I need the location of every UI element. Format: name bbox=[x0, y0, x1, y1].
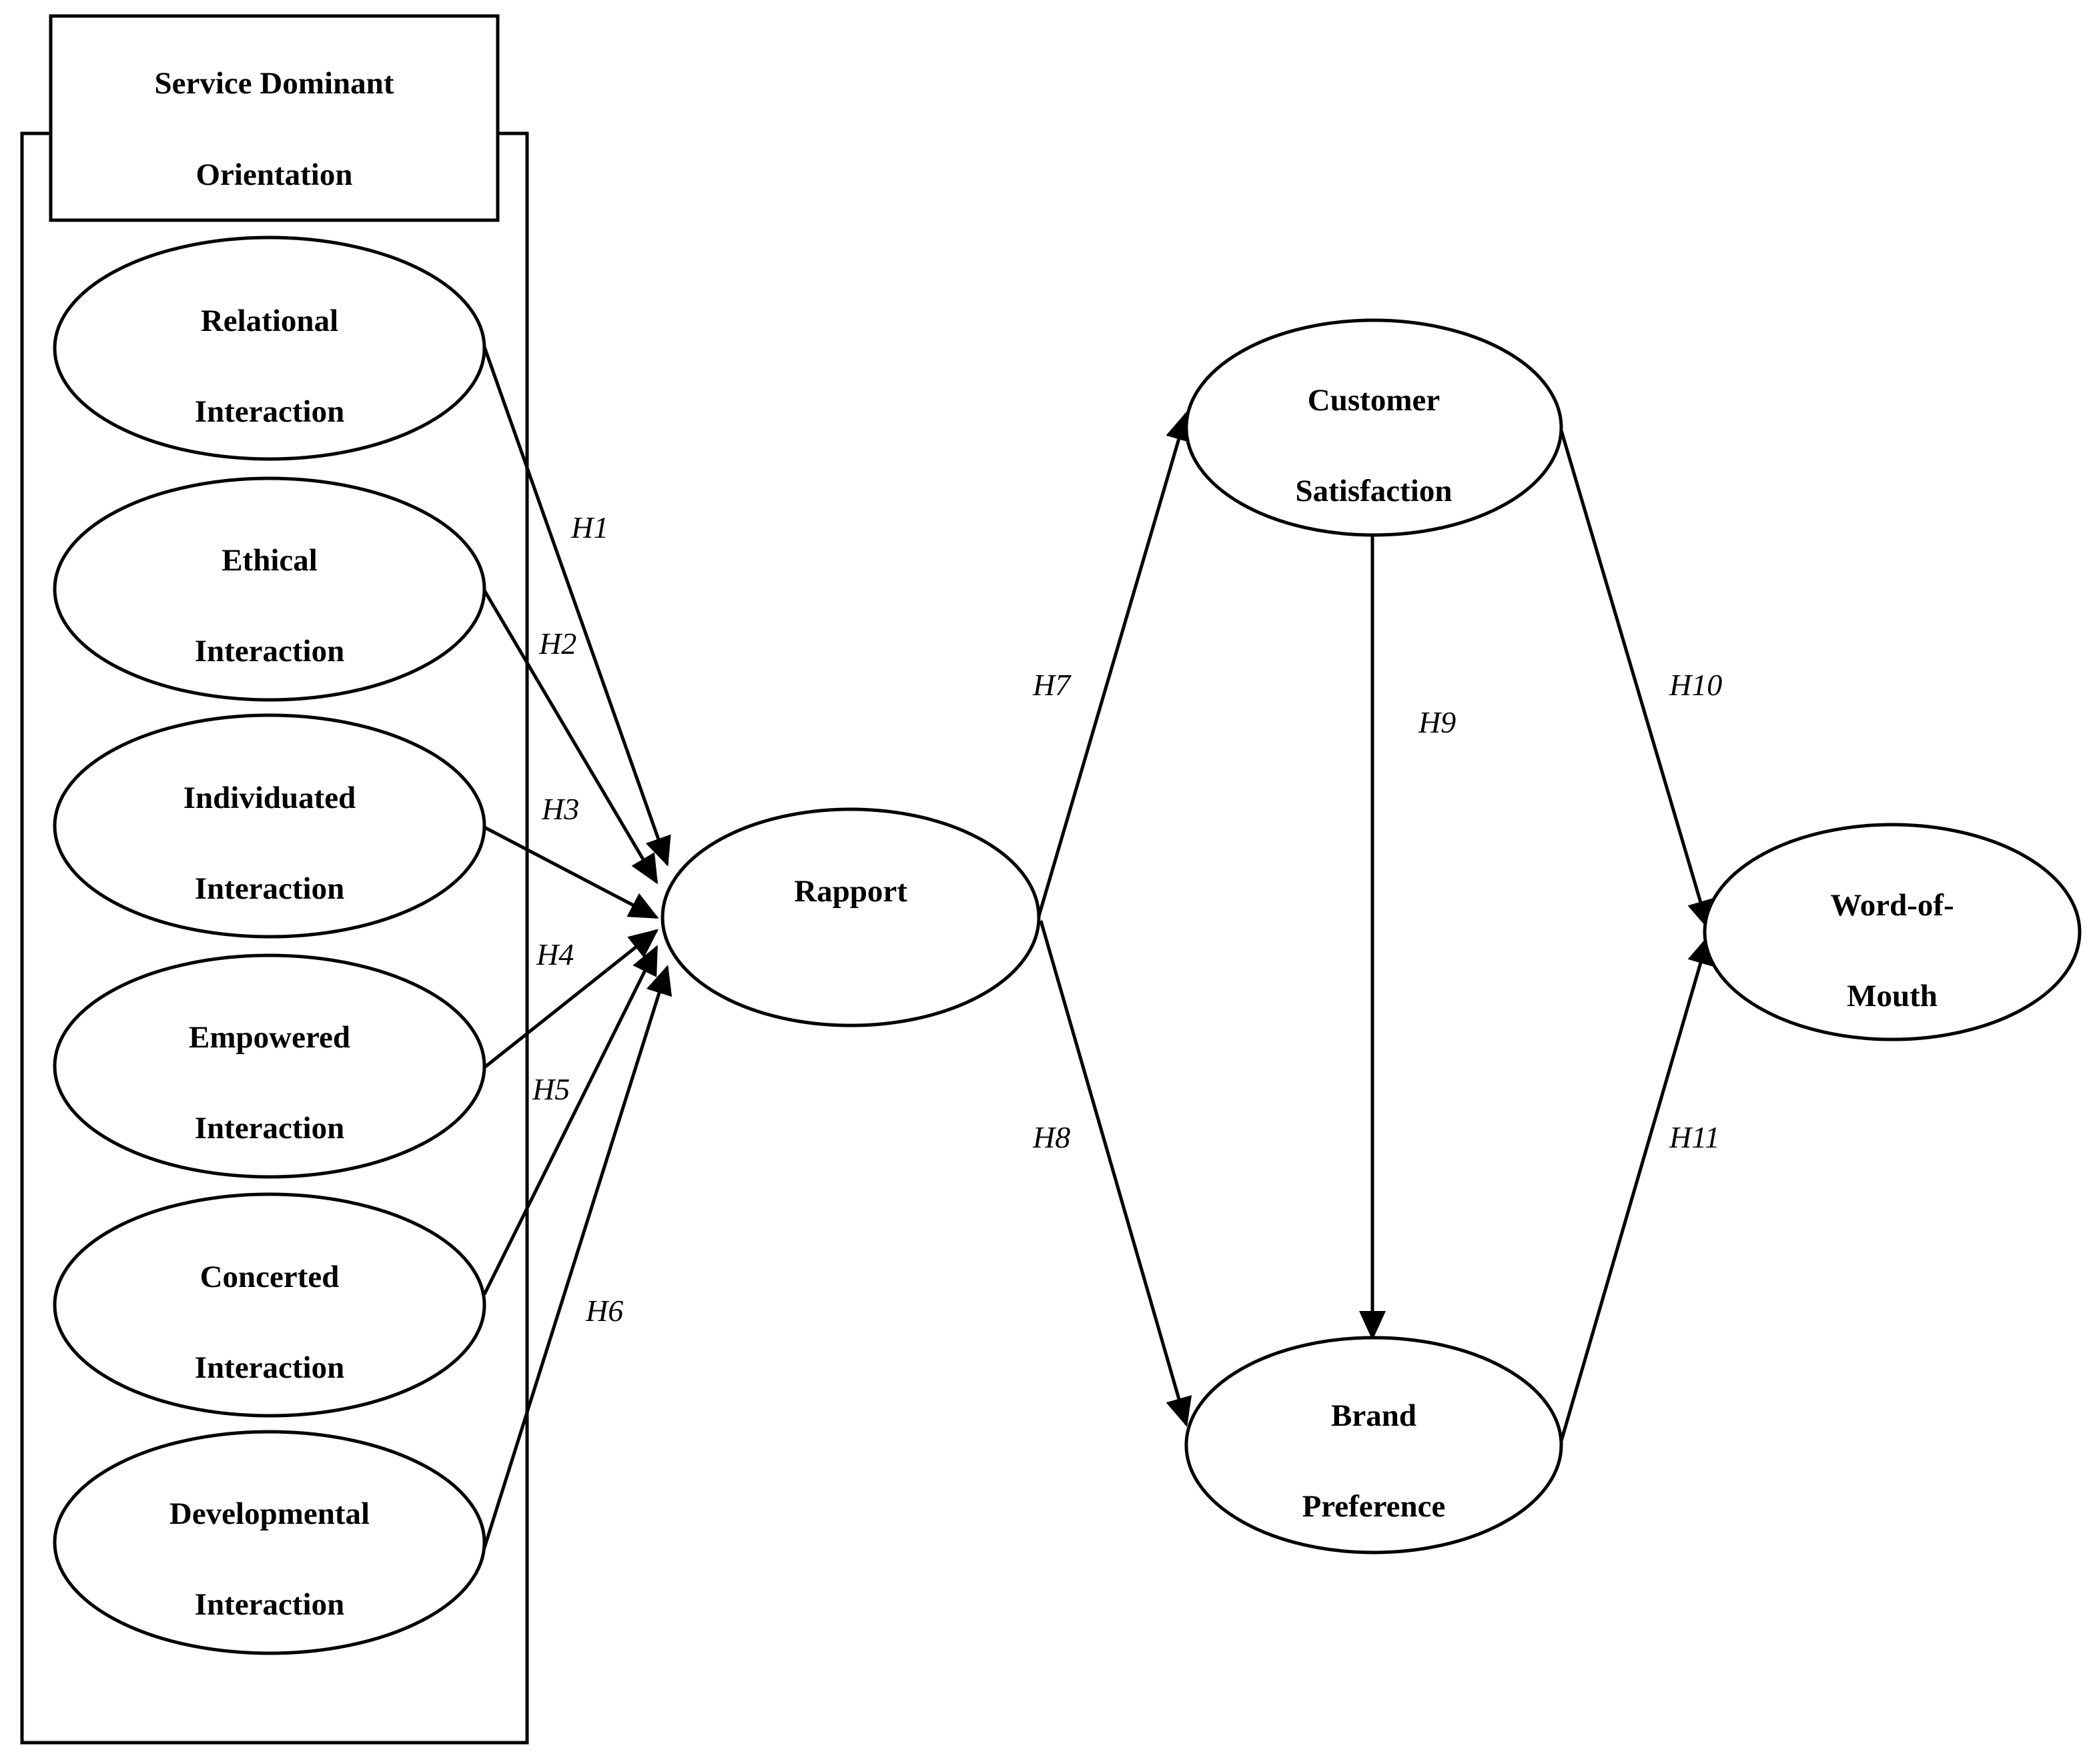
ethical-line1: Ethical bbox=[222, 543, 318, 578]
edge-h3 bbox=[483, 825, 659, 919]
developmental-interaction-ellipse bbox=[53, 1430, 486, 1655]
hypothesis-labels: H1 H2 H3 H4 H5 H6 H7 H8 H9 H10 H11 bbox=[532, 510, 1722, 1328]
empowered-line2: Interaction bbox=[195, 1111, 345, 1146]
empowered-line1: Empowered bbox=[189, 1020, 350, 1055]
satisfaction-line2: Satisfaction bbox=[1296, 474, 1452, 508]
developmental-line1: Developmental bbox=[169, 1496, 370, 1531]
label-h7: H7 bbox=[1032, 668, 1072, 702]
node-developmental-interaction: Developmental Interaction bbox=[53, 1430, 486, 1655]
relational-line1: Relational bbox=[201, 304, 338, 338]
edge-h5 bbox=[482, 945, 659, 1296]
customer-satisfaction-ellipse bbox=[1184, 318, 1563, 537]
brand-line2: Preference bbox=[1302, 1489, 1446, 1524]
edge-h11 bbox=[1559, 935, 1714, 1442]
group-title-line2: Orientation bbox=[196, 157, 353, 192]
label-h8: H8 bbox=[1032, 1120, 1070, 1154]
label-h1: H1 bbox=[570, 510, 608, 544]
edge-h6 bbox=[482, 965, 673, 1549]
label-h4: H4 bbox=[536, 937, 574, 971]
group-title-line1: Service Dominant bbox=[155, 66, 394, 101]
rapport-label: Rapport bbox=[794, 874, 907, 909]
concerted-interaction-ellipse bbox=[53, 1192, 486, 1418]
label-h10: H10 bbox=[1669, 668, 1722, 702]
node-concerted-interaction: Concerted Interaction bbox=[53, 1192, 486, 1418]
developmental-line2: Interaction bbox=[195, 1587, 345, 1622]
edge-h10 bbox=[1559, 430, 1713, 930]
service-dominant-orientation-title-box bbox=[49, 14, 500, 222]
individuated-line2: Interaction bbox=[195, 871, 345, 906]
edge-h1 bbox=[482, 346, 671, 867]
satisfaction-line1: Customer bbox=[1308, 383, 1440, 418]
label-h11: H11 bbox=[1669, 1120, 1720, 1154]
individuated-line1: Individuated bbox=[183, 781, 356, 815]
edge-h4 bbox=[483, 929, 659, 1069]
word-of-mouth-ellipse bbox=[1703, 823, 2082, 1041]
individuated-interaction-ellipse bbox=[53, 713, 486, 939]
node-relational-interaction: Relational Interaction bbox=[53, 236, 486, 461]
empowered-interaction-ellipse bbox=[53, 953, 486, 1179]
ethical-interaction-ellipse bbox=[53, 476, 486, 702]
relational-line2: Interaction bbox=[195, 394, 345, 429]
label-h2: H2 bbox=[538, 626, 576, 660]
wom-line1: Word-of- bbox=[1830, 888, 1954, 923]
node-rapport: Rapport bbox=[661, 807, 1041, 1027]
node-word-of-mouth: Word-of- Mouth bbox=[1703, 823, 2082, 1041]
node-brand-preference: Brand Preference bbox=[1184, 1336, 1563, 1555]
concerted-line1: Concerted bbox=[200, 1260, 340, 1294]
edge-h2 bbox=[482, 589, 659, 885]
edges bbox=[482, 346, 1714, 1549]
node-ethical-interaction: Ethical Interaction bbox=[53, 476, 486, 702]
node-customer-satisfaction: Customer Satisfaction bbox=[1184, 318, 1563, 537]
label-h5: H5 bbox=[532, 1072, 570, 1106]
brand-line1: Brand bbox=[1331, 1398, 1416, 1433]
label-h9: H9 bbox=[1418, 705, 1456, 739]
edge-h7 bbox=[1035, 411, 1192, 921]
concerted-line2: Interaction bbox=[195, 1350, 345, 1385]
node-empowered-interaction: Empowered Interaction bbox=[53, 953, 486, 1179]
node-individuated-interaction: Individuated Interaction bbox=[53, 713, 486, 939]
brand-preference-ellipse bbox=[1184, 1336, 1563, 1555]
rapport-ellipse bbox=[661, 807, 1041, 1027]
edge-h8 bbox=[1039, 920, 1192, 1427]
relational-interaction-ellipse bbox=[53, 236, 486, 461]
label-h6: H6 bbox=[585, 1294, 623, 1328]
ethical-line2: Interaction bbox=[195, 634, 345, 669]
wom-line2: Mouth bbox=[1847, 979, 1938, 1013]
label-h3: H3 bbox=[541, 792, 579, 826]
